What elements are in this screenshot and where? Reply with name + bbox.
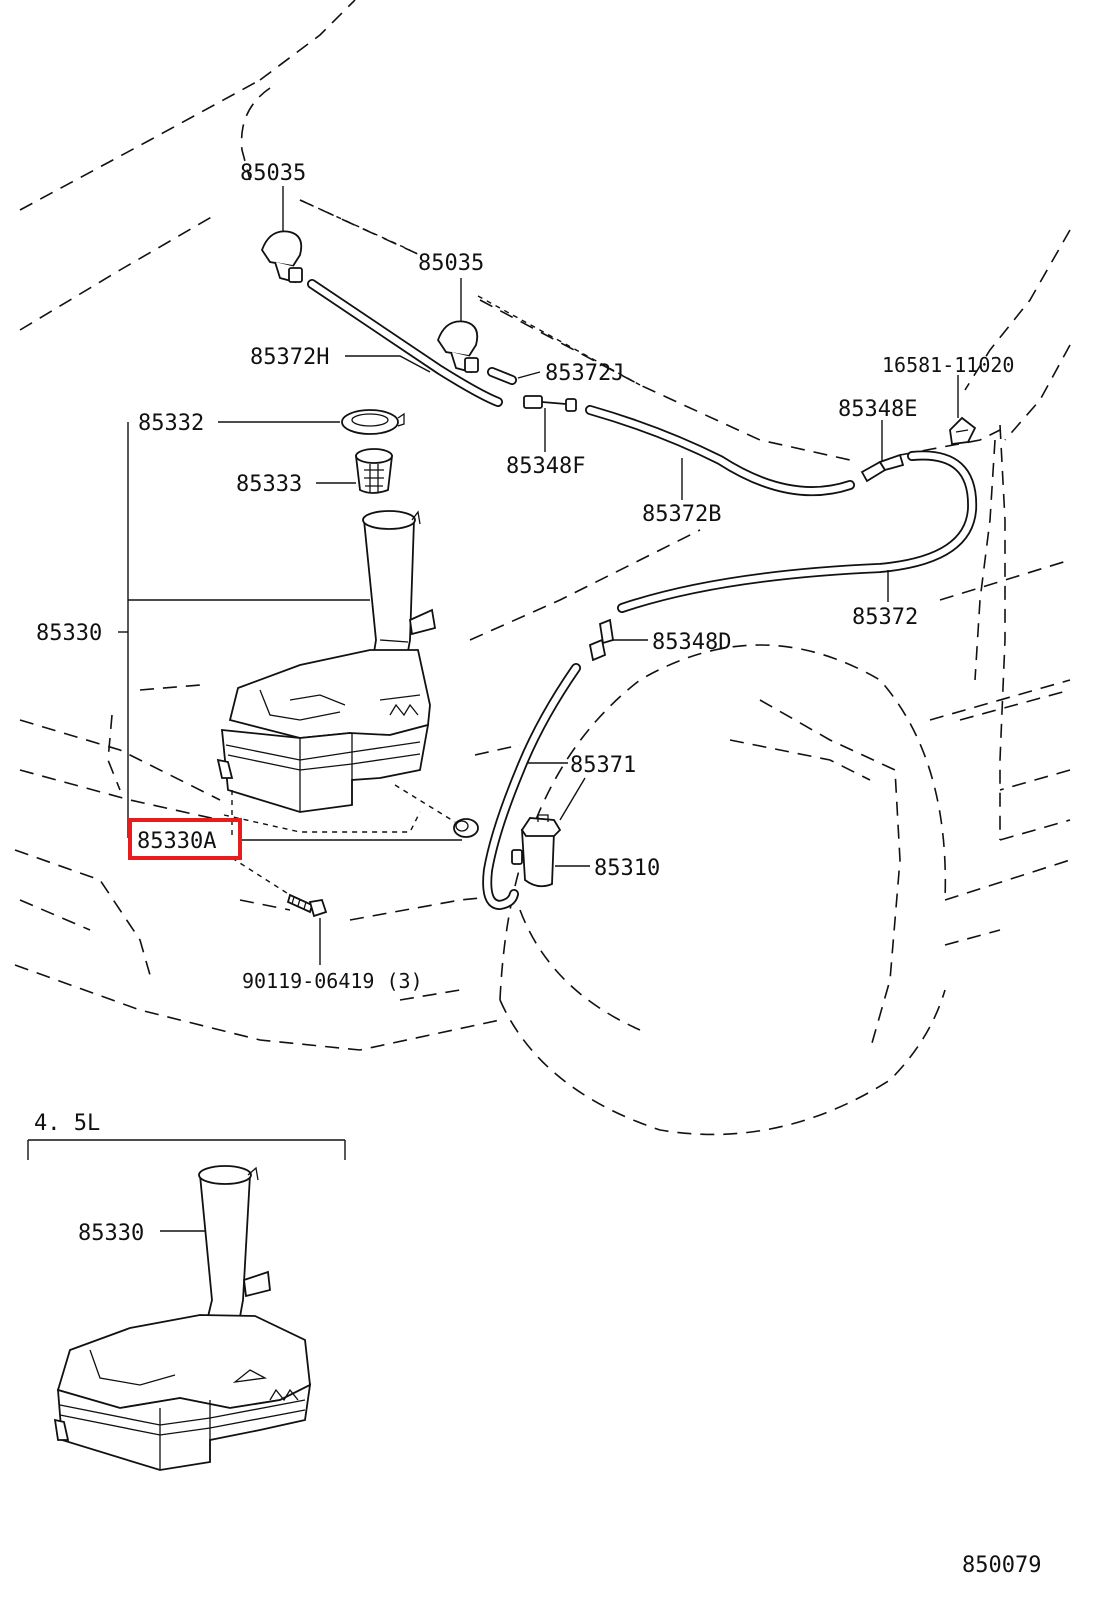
label-16581-11020: 16581-11020: [882, 353, 1014, 377]
leader-lines: [27, 186, 959, 1232]
label-85372: 85372: [852, 605, 918, 630]
hose-85372: [617, 450, 978, 613]
tank-cap-85332: [341, 409, 405, 435]
inset-washer-tank: [53, 1165, 312, 1471]
label-85035-left: 85035: [240, 161, 306, 186]
label-85332: 85332: [138, 411, 204, 436]
hose-85372h: [307, 279, 503, 407]
diagram-reference-number: 850079: [962, 1553, 1041, 1578]
label-85372h: 85372H: [250, 345, 329, 370]
washer-nozzle-right: [436, 320, 479, 374]
hose-85371: [482, 663, 581, 911]
washer-tank-85330: [216, 510, 437, 813]
strainer-85333: [354, 448, 394, 494]
label-85310: 85310: [594, 856, 660, 881]
connector-85348e: [860, 453, 905, 483]
label-85372j: 85372J: [545, 361, 624, 386]
label-85371: 85371: [570, 753, 636, 778]
label-85330: 85330: [36, 621, 102, 646]
label-85348f: 85348F: [506, 454, 585, 479]
highlight-box-85330a: [128, 818, 242, 860]
label-85035-right: 85035: [418, 251, 484, 276]
connector-85348f: [523, 395, 577, 412]
part-labels: 85035 85035 85372H 85372J 16581-11020 85…: [34, 161, 1041, 1578]
bolt-90119-06419: [286, 893, 328, 918]
grommet-85330a: [453, 818, 479, 838]
label-85372b: 85372B: [642, 502, 721, 527]
washer-pump-85310: [511, 814, 562, 888]
washer-nozzle-left: [260, 230, 303, 284]
label-85330a: 85330A: [137, 829, 216, 854]
connector-85348d: [588, 618, 615, 662]
hose-85372j: [487, 367, 517, 385]
label-85348e: 85348E: [838, 397, 917, 422]
label-90119-06419: 90119-06419 (3): [242, 969, 423, 993]
label-inset-85330: 85330: [78, 1221, 144, 1246]
label-85333: 85333: [236, 472, 302, 497]
hose-85372b: [585, 405, 855, 497]
clip-16581-11020: [949, 416, 977, 446]
inset-title: 4. 5L: [34, 1111, 100, 1136]
label-85348d: 85348D: [652, 630, 731, 655]
